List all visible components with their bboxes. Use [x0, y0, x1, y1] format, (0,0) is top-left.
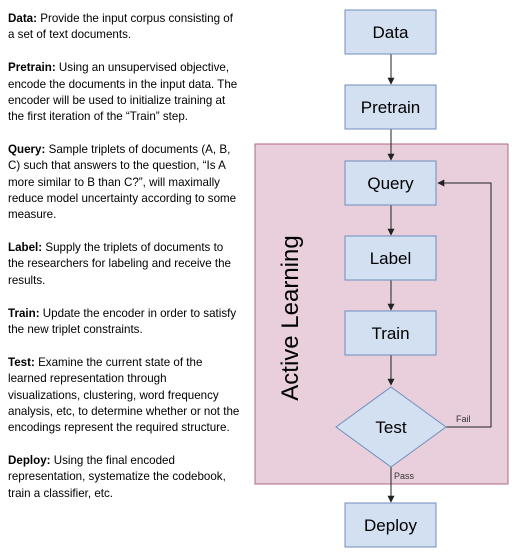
node-deploy-label: Deploy — [364, 516, 417, 535]
term-label: Data: — [8, 12, 37, 25]
node-query — [344, 160, 437, 206]
term-text: Sample triplets of documents (A, B, C) s… — [8, 143, 237, 222]
edge-test-fail-query — [437, 179, 492, 428]
node-data — [344, 9, 437, 55]
description-train: Train: Update the encoder in order to sa… — [8, 306, 240, 338]
node-pretrain-label: Pretrain — [361, 98, 421, 117]
term-label: Train: — [8, 306, 40, 320]
description-test: Test: Examine the current state of the l… — [8, 355, 240, 436]
node-label-label: Label — [370, 249, 412, 268]
node-label — [344, 235, 437, 281]
term-text: Examine the current state of the learned… — [8, 356, 240, 435]
pass-label: Pass — [394, 471, 415, 481]
term-text: Update the encoder in order to satisfy t… — [8, 306, 237, 337]
term-label: Pretrain: — [8, 61, 56, 75]
node-deploy — [344, 502, 437, 548]
term-text: Supply the triplets of documents to the … — [8, 241, 231, 287]
description-data: Data: Provide the input corpus consistin… — [8, 11, 240, 43]
node-train — [344, 310, 437, 356]
fail-label: Fail — [456, 414, 471, 424]
node-test — [335, 386, 447, 468]
term-label: Label: — [8, 241, 43, 255]
node-pretrain — [344, 84, 437, 130]
node-train-label: Train — [371, 324, 409, 343]
term-text: Provide the input corpus consisting of a… — [8, 12, 233, 42]
term-text: Using an unsupervised objective, encode … — [8, 61, 238, 124]
node-query-label: Query — [367, 174, 414, 193]
description-pretrain: Pretrain: Using an unsupervised objectiv… — [8, 60, 240, 125]
term-label: Test: — [8, 356, 35, 370]
term-label: Query: — [8, 143, 46, 157]
term-label: Deploy: — [8, 454, 51, 468]
term-text: Using the final encoded representation, … — [8, 454, 226, 500]
description-label: Label: Supply the triplets of documents … — [8, 240, 240, 289]
node-data-label: Data — [373, 23, 409, 42]
active-learning-label: Active Learning — [277, 235, 304, 400]
description-column: Data: Provide the input corpus consistin… — [8, 11, 240, 519]
description-query: Query: Sample triplets of documents (A, … — [8, 142, 240, 223]
description-deploy: Deploy: Using the final encoded represen… — [8, 453, 240, 502]
node-test-label: Test — [375, 418, 406, 437]
